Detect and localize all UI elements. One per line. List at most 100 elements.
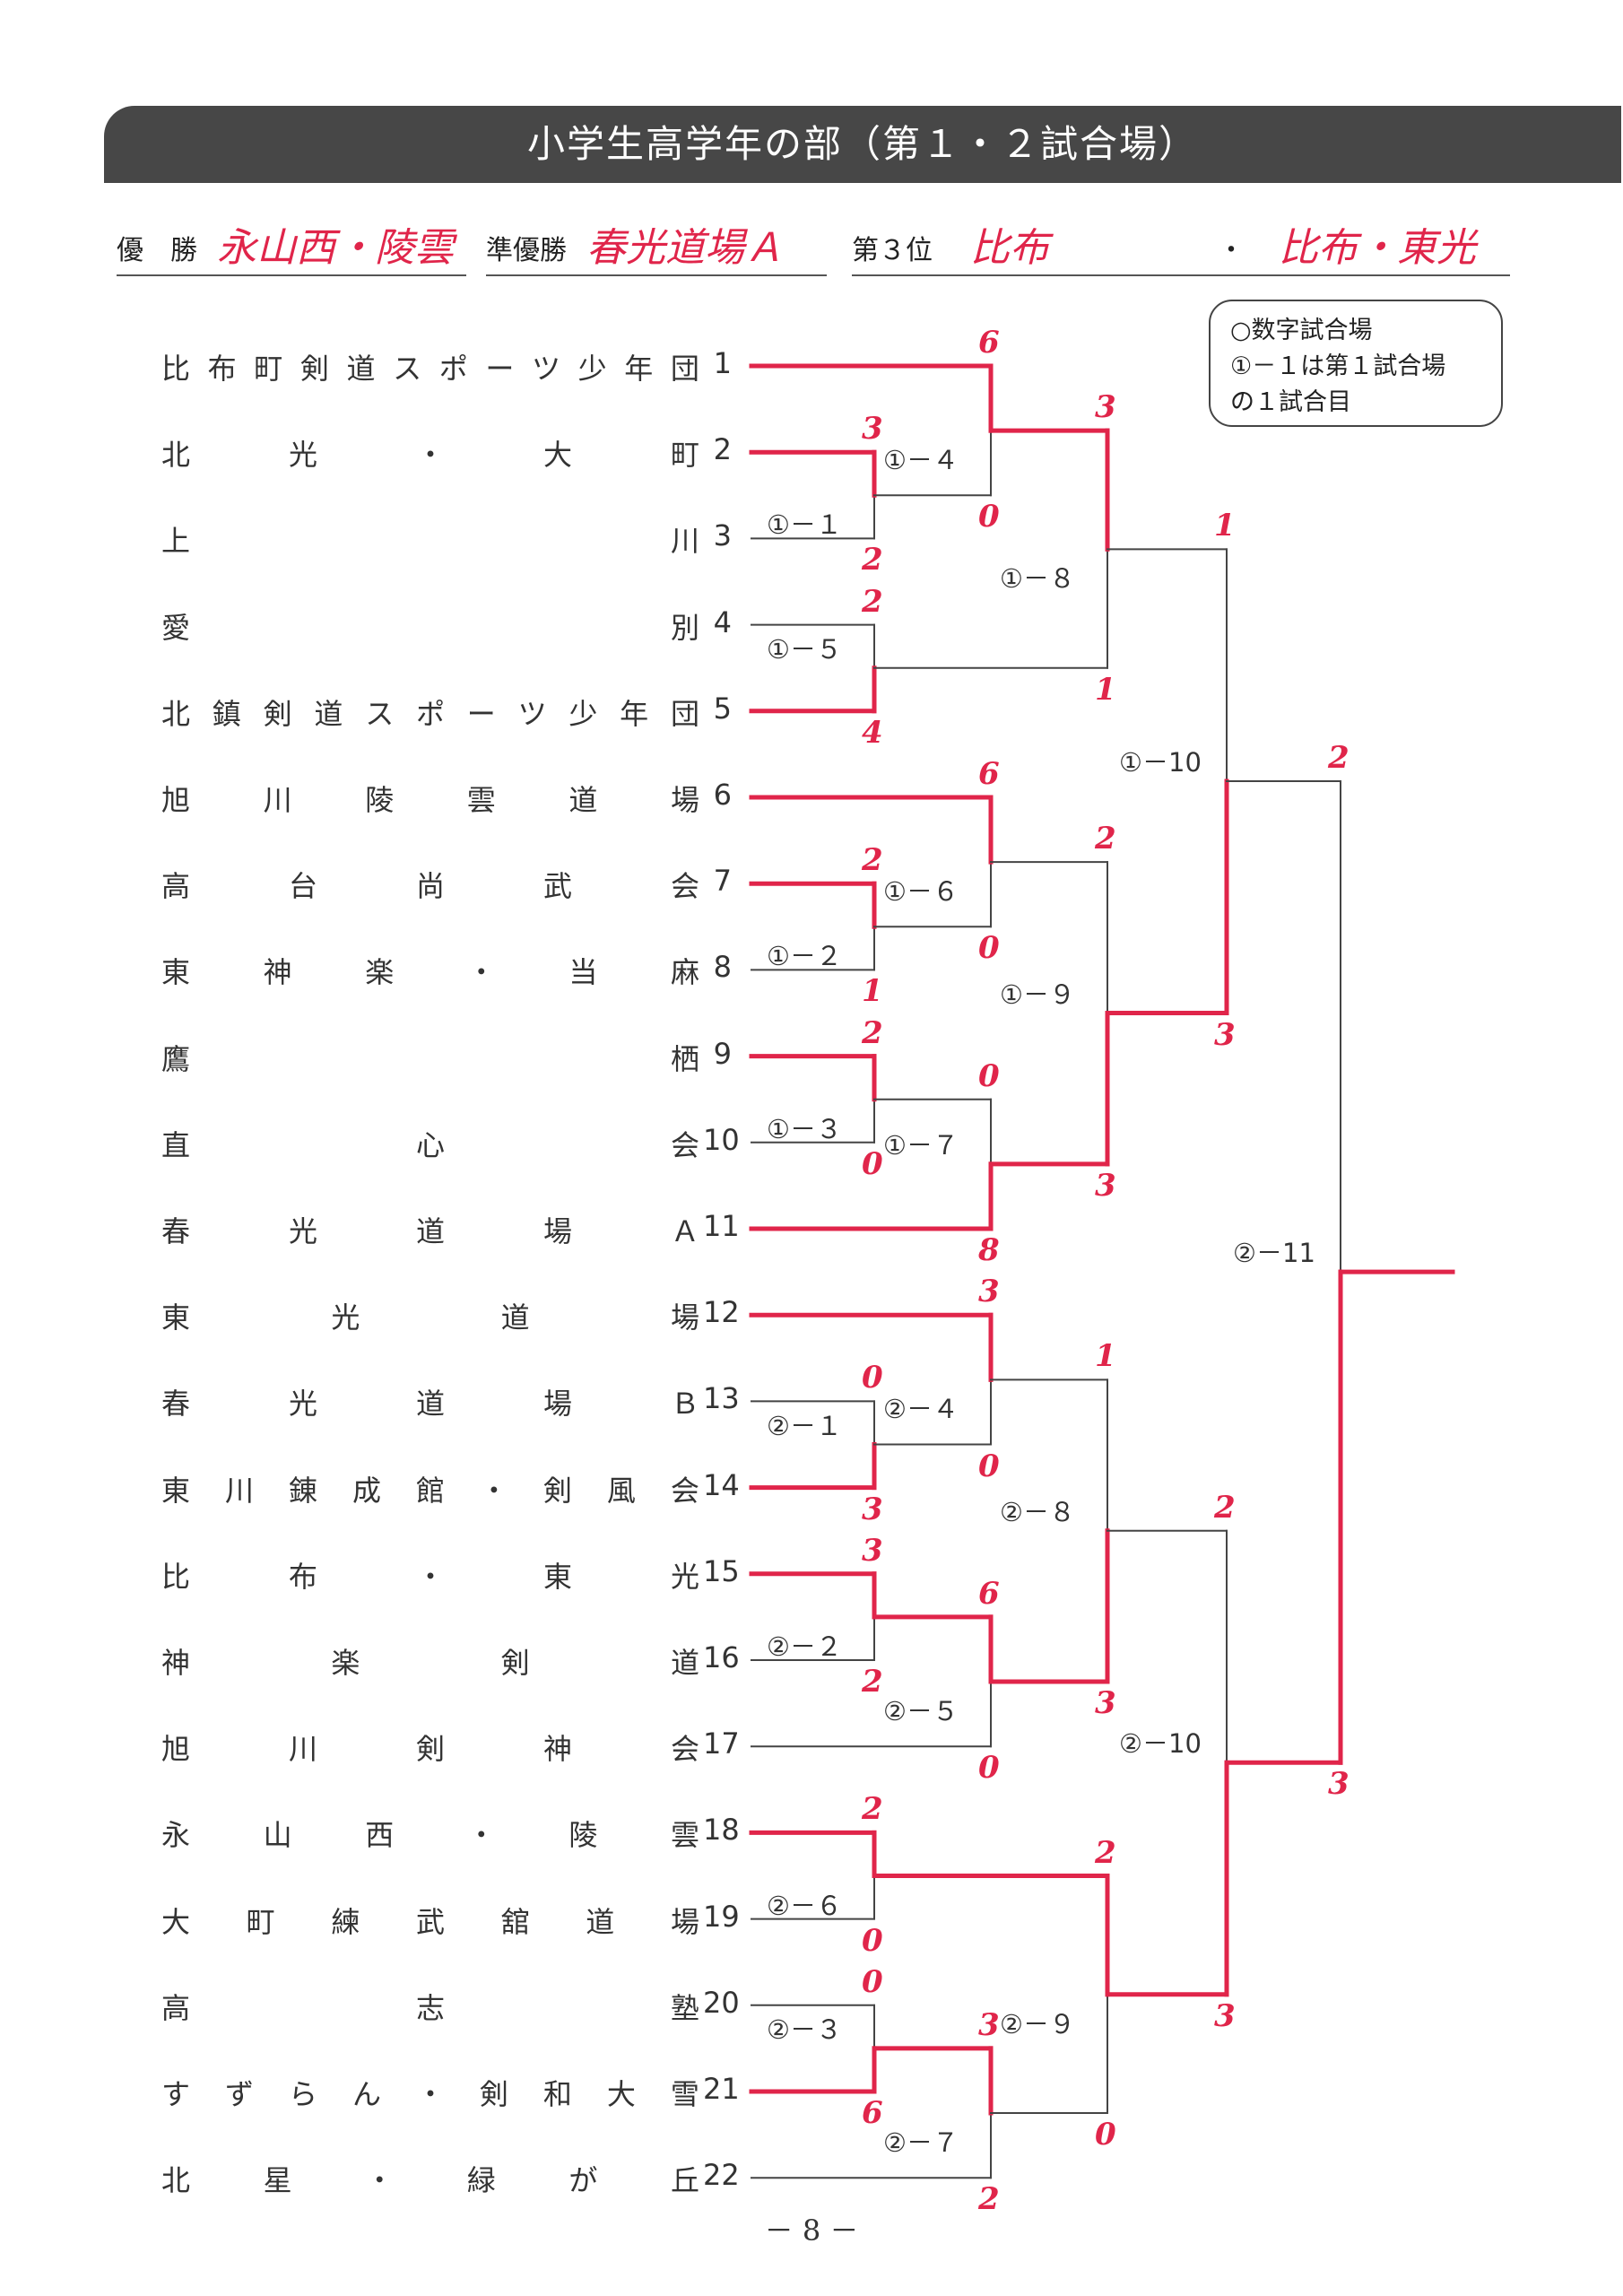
score-mark: 1 (1214, 508, 1236, 544)
third-place-label: 第３位 (852, 235, 933, 266)
page-title: 小学生高学年の部（第１・２試合場） (526, 122, 1198, 166)
score-mark: 1 (1095, 1338, 1116, 1375)
runner-up-value: 春光道場Ａ (586, 225, 784, 271)
score-mark: 0 (978, 499, 1000, 535)
score-mark: 0 (1095, 2117, 1116, 2153)
team-name: 上川 (161, 524, 699, 559)
score-mark: 3 (1095, 1167, 1116, 1204)
team-number: 8 (713, 950, 732, 985)
match-label: ①－10 (1119, 746, 1202, 778)
score-mark: 3 (1095, 389, 1116, 426)
score-mark: 4 (862, 714, 883, 751)
title-banner: 小学生高学年の部（第１・２試合場） (104, 106, 1621, 183)
team-number: 4 (713, 604, 732, 639)
score-mark: 0 (862, 1360, 883, 1396)
score-mark: 2 (862, 1664, 883, 1700)
team-row: 東神楽・当麻 8 (161, 943, 735, 996)
match-label: ①－８ (1000, 563, 1075, 595)
score-mark: 2 (1095, 1834, 1116, 1871)
score-mark: 6 (978, 325, 1000, 361)
third-place-separator: ・ (1218, 235, 1245, 266)
legend-line-3: の１試合目 (1230, 388, 1351, 416)
match-label: ①－９ (1000, 978, 1075, 1010)
score-mark: 3 (978, 1274, 1000, 1310)
team-number: 9 (713, 1036, 732, 1071)
score-mark: 0 (862, 1922, 883, 1959)
team-number: 1 (713, 346, 732, 380)
score-mark: 3 (1214, 1997, 1236, 2034)
page-number: － 8 － (764, 2213, 859, 2248)
match-label: ①－４ (883, 445, 959, 476)
team-name: 東川錬成館・剣風会 (161, 1473, 699, 1508)
score-mark: 2 (862, 542, 883, 578)
score-mark: 2 (862, 842, 883, 879)
match-label: ①－２ (767, 941, 842, 972)
score-mark: 3 (978, 2006, 1000, 2043)
runner-up-field: 準優勝 春光道場Ａ (486, 215, 827, 276)
score-mark: 6 (978, 756, 1000, 792)
team-number: 3 (713, 518, 732, 553)
team-name: 愛別 (161, 610, 699, 645)
team-name: 大町練武舘道場 (161, 1904, 699, 1939)
team-row: 愛別 4 (161, 598, 735, 652)
score-mark: 0 (978, 1057, 1000, 1094)
match-label: ①－３ (767, 1113, 842, 1144)
team-name: 東神楽・当麻 (161, 955, 699, 990)
score-mark: 2 (1095, 821, 1116, 857)
match-label: ②－４ (883, 1394, 959, 1425)
score-mark: 1 (1095, 671, 1116, 708)
score-mark: 3 (862, 1532, 883, 1569)
score-mark: 0 (978, 1448, 1000, 1484)
team-row: 鷹栖 9 (161, 1030, 735, 1083)
score-mark: 6 (862, 2095, 883, 2131)
third-place-value-2: 比布・東光 (1279, 225, 1476, 271)
match-label: ②－８ (1000, 1496, 1075, 1527)
team-name: 直心会 (161, 1127, 699, 1162)
team-number: 2 (713, 432, 732, 467)
score-mark: 3 (1095, 1685, 1116, 1722)
team-name: 旭川剣神会 (161, 1732, 699, 1767)
team-name: 旭川陵雲道場 (161, 783, 699, 817)
third-place-field: 第３位 比布 ・ 比布・東光 (852, 215, 1510, 276)
team-name: すずらん・剣和大雪 (161, 2077, 699, 2111)
winner-label: 優 勝 (117, 235, 197, 266)
team-number: 5 (713, 691, 732, 726)
score-mark: 3 (1328, 1766, 1350, 1803)
score-mark: 1 (862, 973, 883, 1010)
match-label: ①－１ (767, 509, 842, 541)
score-mark: 0 (862, 1963, 883, 2000)
score-mark: 3 (862, 411, 883, 448)
match-label: ②－９ (1000, 2008, 1075, 2039)
runner-up-label: 準優勝 (486, 235, 567, 266)
score-mark: 2 (862, 583, 883, 620)
winner-field: 優 勝 永山西・陵雲 (117, 215, 466, 276)
legend-line-1: ○数字試合場 (1230, 317, 1373, 344)
score-mark: 2 (862, 1791, 883, 1828)
match-label: ②－１ (767, 1410, 842, 1441)
score-mark: 0 (862, 1145, 883, 1182)
match-label: ②－11 (1233, 1238, 1315, 1269)
match-label: ②－５ (883, 1696, 959, 1727)
match-label: ①－６ (883, 876, 959, 908)
score-mark: 2 (978, 2181, 1000, 2218)
team-name: 比布・東光 (161, 1559, 699, 1594)
team-name: 鷹栖 (161, 1041, 699, 1076)
score-mark: 0 (978, 1750, 1000, 1787)
legend-box: ○数字試合場 ①－１は第１試合場 の１試合目 (1209, 300, 1503, 427)
winner-value: 永山西・陵雲 (217, 225, 454, 271)
